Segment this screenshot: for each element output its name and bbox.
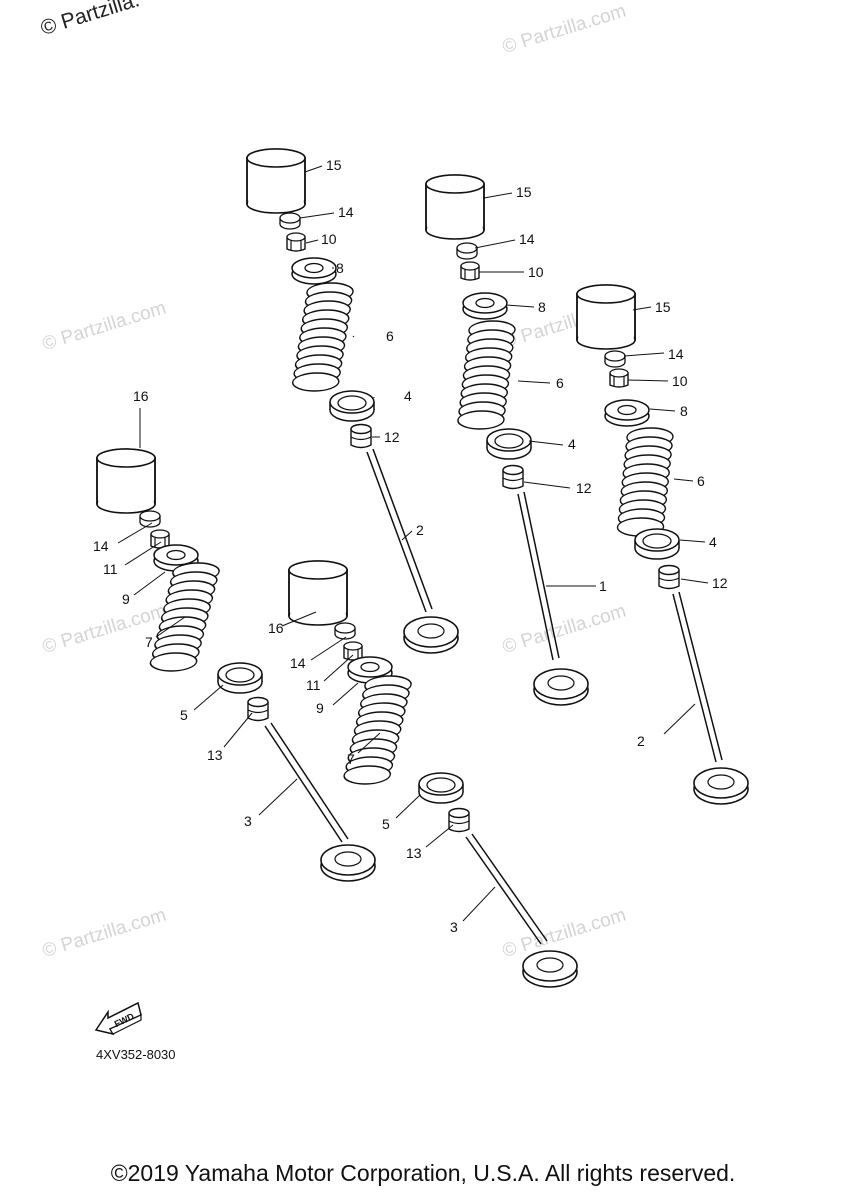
valve-retainer xyxy=(462,292,508,320)
adjusting-pad xyxy=(279,212,301,230)
valve-assembly xyxy=(246,148,459,654)
callout-8: 8 xyxy=(538,299,546,315)
valve-assembly xyxy=(288,560,578,988)
valve-assembly xyxy=(576,284,749,805)
callout-11: 11 xyxy=(306,677,321,693)
spring-seat xyxy=(418,772,464,804)
valve-stem xyxy=(366,448,433,613)
callout-10: 10 xyxy=(321,231,337,247)
valve-lifter xyxy=(288,560,348,626)
valve-stem-seal xyxy=(658,564,680,590)
callout-12: 12 xyxy=(712,575,728,591)
valve-retainer xyxy=(291,257,337,285)
callout-5: 5 xyxy=(180,707,188,723)
valve-lifter xyxy=(425,174,485,240)
valve-stem-seal xyxy=(448,807,470,833)
valve-cotter xyxy=(343,641,363,661)
callout-6: 6 xyxy=(556,375,564,391)
callout-4: 4 xyxy=(709,534,717,550)
callout-9: 9 xyxy=(316,700,324,716)
callout-4: 4 xyxy=(568,436,576,452)
drawing-number: 4XV352-8030 xyxy=(96,1047,176,1062)
valve-spring xyxy=(290,282,356,392)
callout-6: 6 xyxy=(697,473,705,489)
valve-head xyxy=(533,668,589,706)
valve-stem-seal xyxy=(502,464,524,490)
valve-head xyxy=(693,767,749,805)
callout-14: 14 xyxy=(519,231,535,247)
adjusting-pad xyxy=(456,242,478,260)
valve-head xyxy=(403,616,459,654)
valve-stem-seal xyxy=(247,696,269,722)
valve-cotter xyxy=(609,368,629,388)
callout-13: 13 xyxy=(406,845,422,861)
callout-9: 9 xyxy=(122,591,130,607)
copyright-notice: ©2019 Yamaha Motor Corporation, U.S.A. A… xyxy=(110,1160,736,1186)
valve-cotter xyxy=(460,261,480,281)
valve-spring xyxy=(341,675,414,785)
callout-2: 2 xyxy=(416,522,424,538)
callout-15: 15 xyxy=(516,184,532,200)
valve-lifter xyxy=(246,148,306,214)
callout-5: 5 xyxy=(382,816,390,832)
callout-14: 14 xyxy=(668,346,684,362)
valve-stem xyxy=(465,833,548,945)
callout-8: 8 xyxy=(680,403,688,419)
valve-lifter xyxy=(96,448,156,514)
callout-14: 14 xyxy=(338,204,354,220)
callout-11: 11 xyxy=(103,561,118,577)
callout-14: 14 xyxy=(290,655,306,671)
callout-15: 15 xyxy=(326,157,342,173)
spring-seat xyxy=(486,428,532,460)
callout-7: 7 xyxy=(145,634,153,650)
callout-3: 3 xyxy=(244,813,252,829)
callout-6: 6 xyxy=(386,328,394,344)
callout-12: 12 xyxy=(384,429,400,445)
spring-seat xyxy=(329,390,375,422)
callout-8: 8 xyxy=(336,260,344,276)
callout-15: 15 xyxy=(655,299,671,315)
callout-3: 3 xyxy=(450,919,458,935)
callout-2: 2 xyxy=(637,733,645,749)
callout-16: 16 xyxy=(268,620,284,636)
callout-4: 4 xyxy=(404,388,412,404)
adjusting-pad xyxy=(334,622,356,640)
valve-head xyxy=(522,950,578,988)
valve-head xyxy=(320,844,376,882)
valve-spring xyxy=(456,320,517,430)
spring-seat xyxy=(217,662,263,694)
callout-10: 10 xyxy=(672,373,688,389)
callout-1: 1 xyxy=(599,578,607,594)
callout-14: 14 xyxy=(93,538,109,554)
callout-7: 7 xyxy=(347,751,355,767)
leader-lines xyxy=(117,165,709,922)
valve-lifter xyxy=(576,284,636,350)
callout-13: 13 xyxy=(207,747,223,763)
valve-stem xyxy=(672,591,723,763)
valve-cotter xyxy=(286,232,306,252)
valve-stem xyxy=(264,722,349,843)
valve-stem xyxy=(517,491,560,661)
valve-assembly xyxy=(96,448,376,882)
callout-10: 10 xyxy=(528,264,544,280)
callout-16: 16 xyxy=(133,388,149,404)
adjusting-pad xyxy=(604,350,626,368)
valve-spring xyxy=(615,427,675,537)
valve-retainer xyxy=(604,399,650,427)
callout-12: 12 xyxy=(576,480,592,496)
valve-stem-seal xyxy=(350,423,372,449)
spring-seat xyxy=(634,528,680,560)
fwd-arrow-icon: FWD xyxy=(94,1001,142,1036)
valve-assembly xyxy=(425,174,589,706)
